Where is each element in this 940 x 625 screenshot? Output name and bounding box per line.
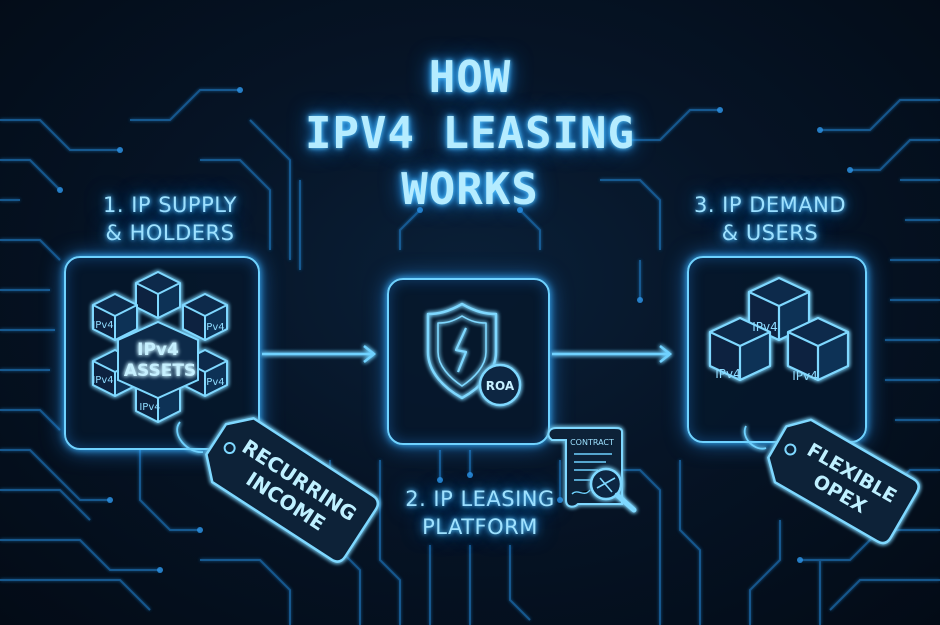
cube-label: IPv4	[92, 320, 113, 331]
ipv4-cube-stack-icon	[708, 276, 850, 382]
contract-title: CONTRACT	[570, 438, 614, 447]
magnifier-icon	[589, 467, 637, 513]
roa-badge: ROA	[478, 363, 522, 407]
supply-center-line-2: ASSETS	[124, 361, 196, 381]
cube-label: IPv4	[203, 322, 224, 333]
supply-center-line-1: IPv4	[137, 340, 179, 360]
title-line-3: WORKS	[401, 164, 539, 215]
diagram-title: HOW IPV4 LEASING WORKS	[200, 50, 740, 218]
roa-badge-label: ROA	[486, 379, 515, 393]
ipv4-cube-cluster-icon	[92, 271, 228, 423]
price-tag-icon: FLEXIBLE OPEX	[743, 418, 920, 545]
demand-label-line-1: 3. IP DEMAND	[693, 193, 847, 217]
arrow-icon	[262, 345, 377, 363]
cube-label: IPv4	[752, 320, 778, 334]
cube-label: IPv4	[92, 375, 113, 386]
platform-step-label: 2. IP LEASING PLATFORM	[380, 485, 580, 541]
supply-step-label: 1. IP SUPPLY & HOLDERS	[60, 191, 280, 247]
cube-label: IPv4	[139, 402, 160, 413]
arrow-icon	[552, 345, 673, 363]
supply-label-line-2: & HOLDERS	[105, 221, 235, 245]
cube-label: IPv4	[203, 377, 224, 388]
platform-label-line-1: 2. IP LEASING	[405, 487, 555, 511]
cube-label: IPv4	[715, 367, 741, 381]
price-tag-icon: RECURRING INCOME	[176, 417, 380, 563]
platform-label-line-2: PLATFORM	[422, 515, 538, 539]
cube-label: IPv4	[792, 369, 818, 383]
supply-label-line-1: 1. IP SUPPLY	[102, 193, 237, 217]
demand-label-line-2: & USERS	[721, 221, 819, 245]
title-line-2: IPV4 LEASING	[305, 108, 635, 159]
title-line-1: HOW	[428, 52, 512, 103]
shield-lock-icon	[426, 302, 498, 400]
demand-step-label: 3. IP DEMAND & USERS	[650, 191, 890, 247]
platform-node-box	[387, 278, 550, 445]
